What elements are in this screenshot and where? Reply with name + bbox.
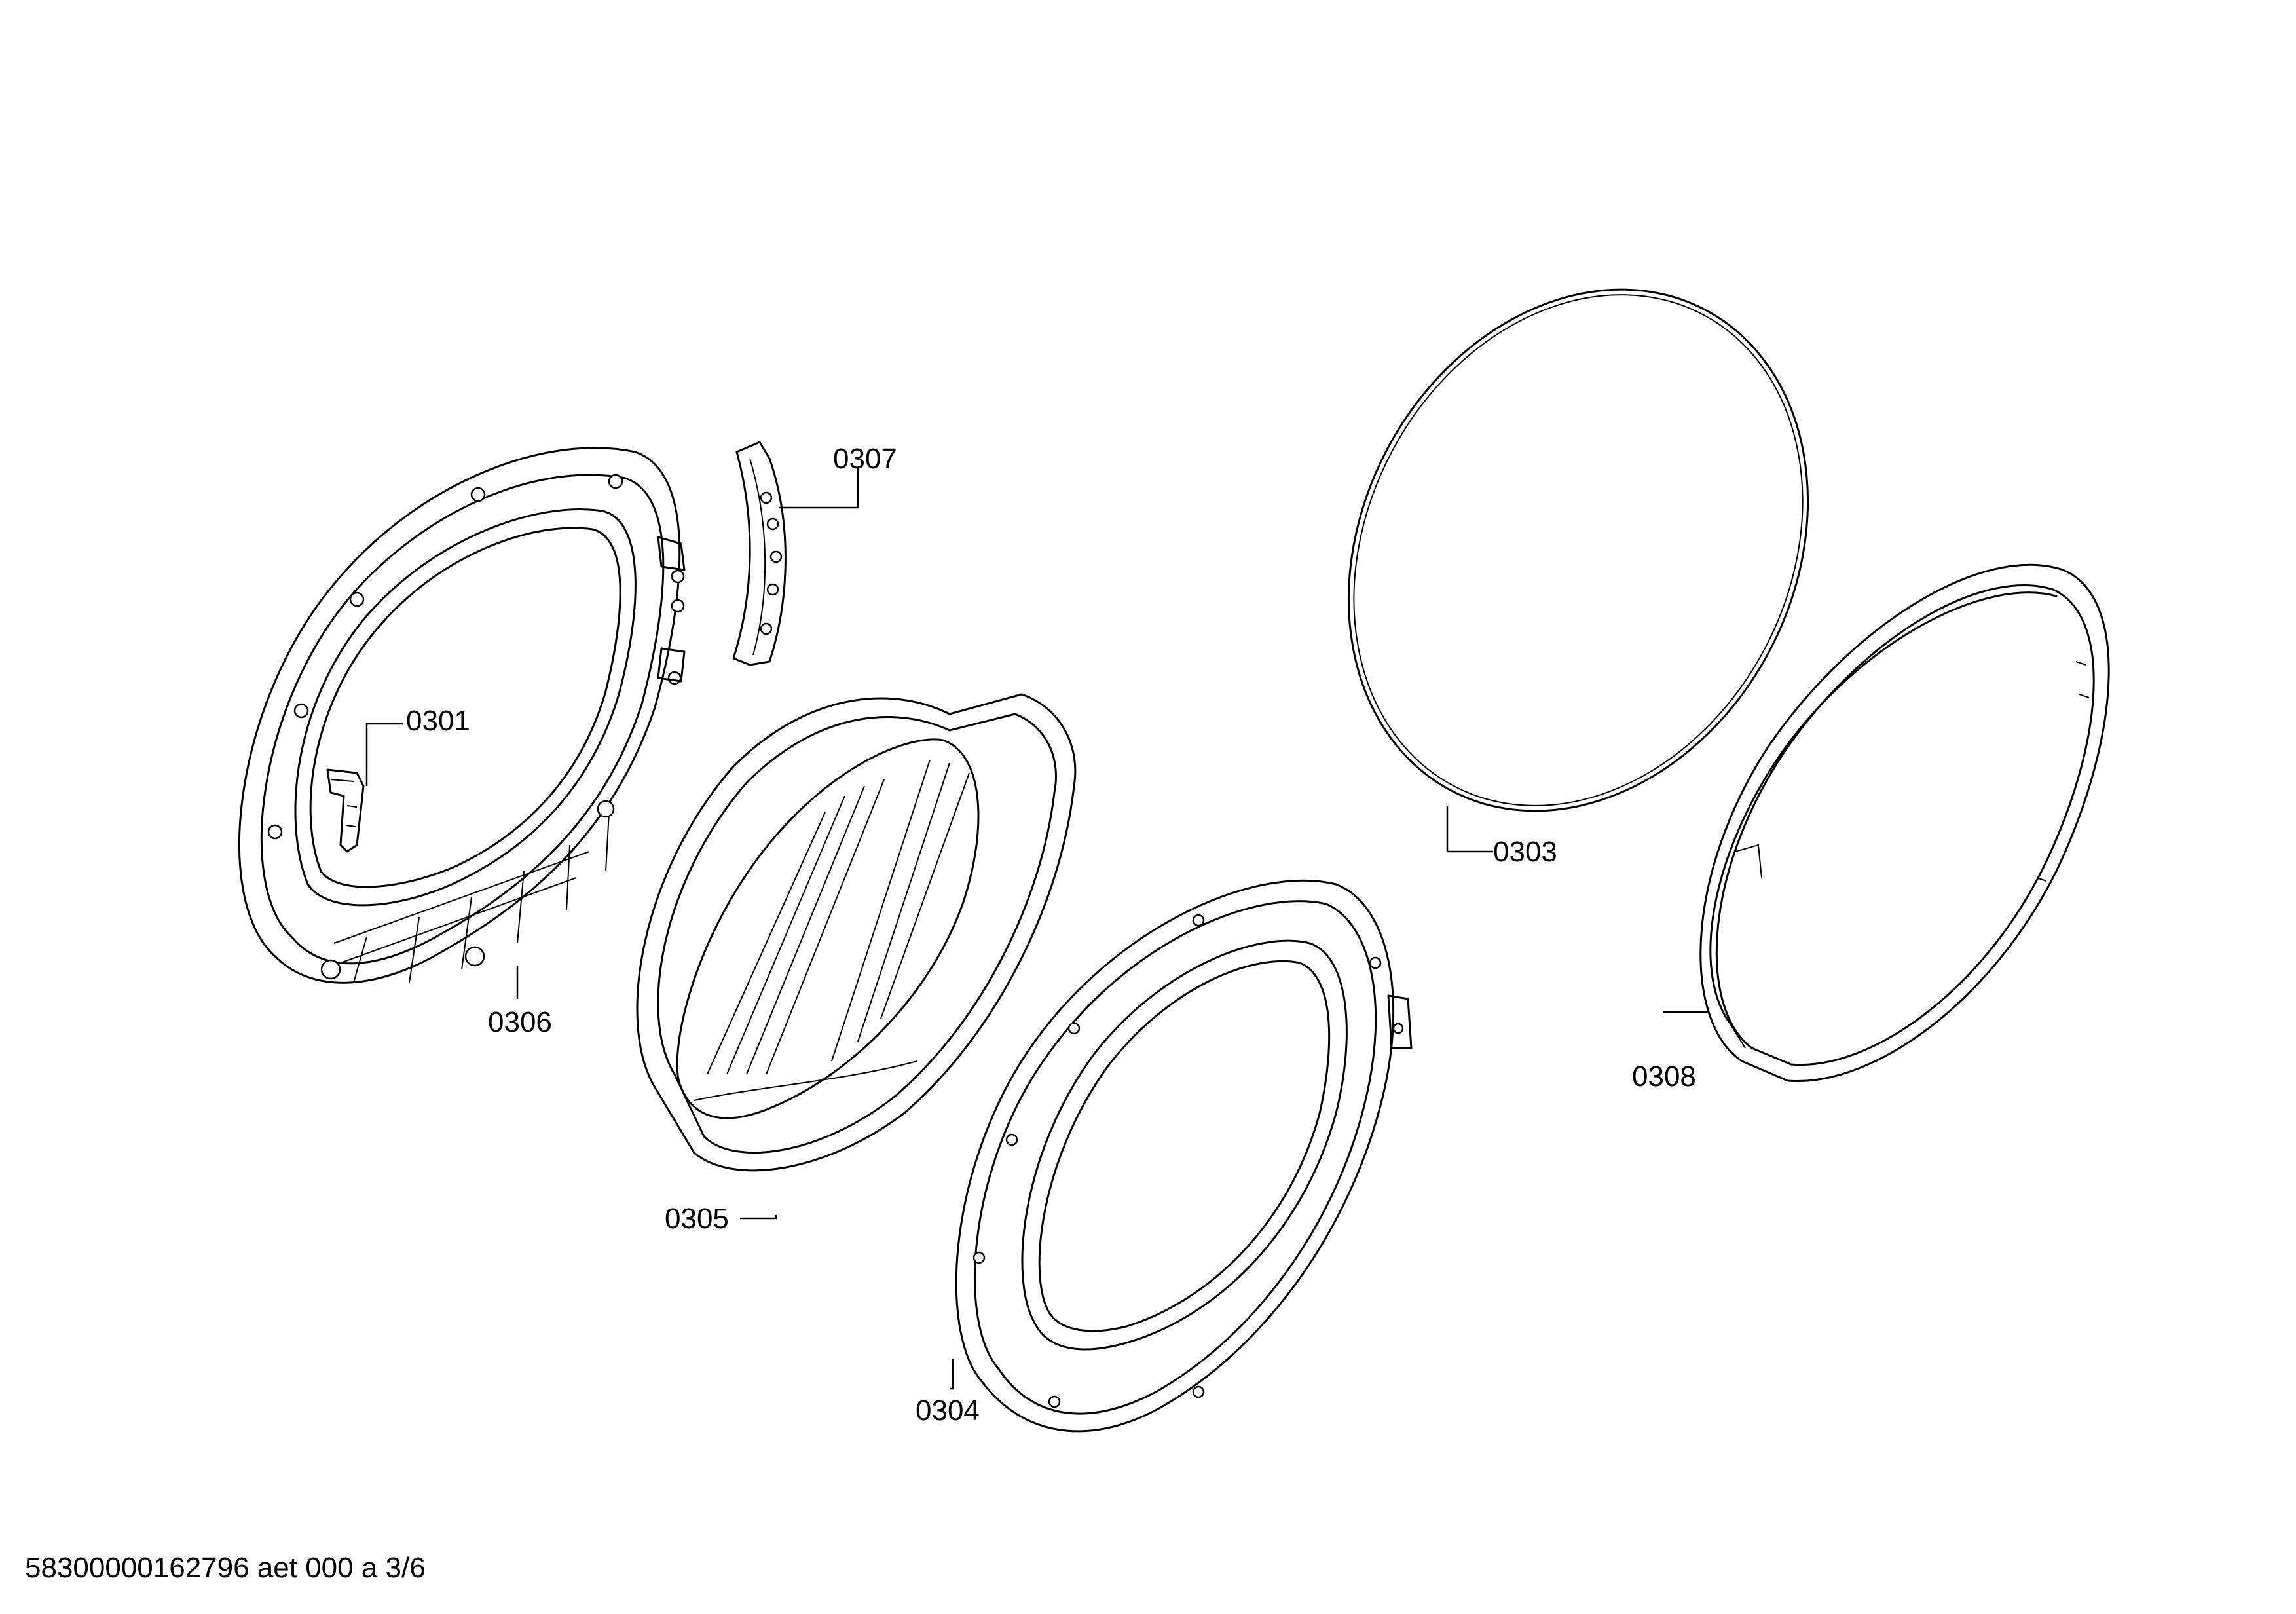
label-0306: 0306 — [488, 1006, 552, 1038]
part-0307-hinge-bracket — [732, 441, 787, 666]
label-0305: 0305 — [665, 1203, 729, 1235]
label-0308: 0308 — [1632, 1060, 1696, 1093]
label-0301: 0301 — [406, 705, 470, 737]
part-labels: 0307 0301 0306 0305 0304 0303 0308 — [406, 443, 1696, 1427]
part-0304-outer-door-ring — [955, 879, 1413, 1433]
part-0305-door-glass-bowl — [636, 693, 1077, 1172]
part-0301-latch-hook — [326, 768, 365, 853]
label-0304: 0304 — [916, 1395, 980, 1427]
leader-lines — [365, 468, 1709, 1390]
document-id-footer: 58300000162796 aet 000 a 3/6 — [25, 1552, 426, 1584]
part-0306-inner-door-frame — [238, 447, 686, 984]
label-0303: 0303 — [1493, 836, 1557, 868]
label-0307: 0307 — [833, 443, 897, 475]
part-0308-outer-trim-ring — [1699, 563, 2110, 1083]
part-0303-door-cover-disc — [1347, 288, 1809, 812]
